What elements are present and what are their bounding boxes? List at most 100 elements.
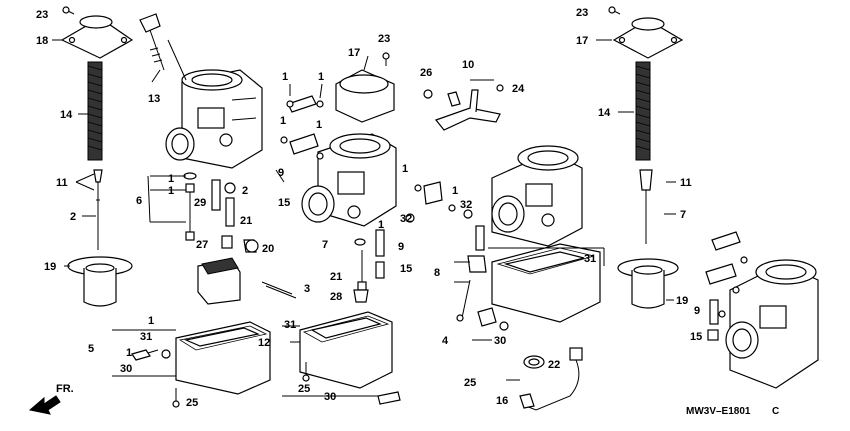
diaphragm-right xyxy=(617,258,679,309)
top-cap-17-center xyxy=(335,52,395,123)
callout[interactable]: 28 xyxy=(330,291,342,303)
jet-group-6 xyxy=(147,172,197,241)
callout[interactable]: 14 xyxy=(60,109,73,121)
callout[interactable]: 17 xyxy=(576,35,588,47)
float-3 xyxy=(197,257,297,305)
callout[interactable]: 31 xyxy=(284,319,296,331)
needle-right xyxy=(639,169,653,244)
callout[interactable]: 1 xyxy=(168,173,174,185)
callout[interactable]: 3 xyxy=(304,283,310,295)
callout[interactable]: 1 xyxy=(168,185,174,197)
callout[interactable]: 1 xyxy=(452,185,458,197)
carburetor-body-4 xyxy=(725,259,819,389)
callout[interactable]: 30 xyxy=(120,363,132,375)
jet-stack-center xyxy=(353,229,385,303)
callout[interactable]: 1 xyxy=(318,71,324,83)
callout[interactable]: 1 xyxy=(280,115,286,127)
callout[interactable]: 23 xyxy=(378,33,390,45)
callout[interactable]: 12 xyxy=(258,337,270,349)
callout[interactable]: 15 xyxy=(400,263,412,275)
callout[interactable]: 9 xyxy=(278,167,284,179)
leader-lines xyxy=(52,39,676,343)
callout[interactable]: 1 xyxy=(378,219,384,231)
callout[interactable]: 25 xyxy=(298,383,310,395)
callout[interactable]: 17 xyxy=(348,47,360,59)
callout[interactable]: 21 xyxy=(240,215,252,227)
float-bowl-3 xyxy=(472,243,605,341)
callout[interactable]: 1 xyxy=(282,71,288,83)
callout[interactable]: 30 xyxy=(324,391,336,403)
carburetor-body-2 xyxy=(301,133,397,227)
callout[interactable]: 5 xyxy=(88,343,94,355)
screw-13-group xyxy=(139,13,187,81)
callout[interactable]: 15 xyxy=(690,331,702,343)
float-bowl-1 xyxy=(112,321,271,395)
needle-left xyxy=(93,169,103,250)
callout[interactable]: 21 xyxy=(330,271,342,283)
callout[interactable]: 30 xyxy=(494,335,506,347)
callout[interactable]: 22 xyxy=(548,359,560,371)
callout[interactable]: 8 xyxy=(434,267,440,279)
diaphragm-left xyxy=(67,256,133,307)
callout[interactable]: 31 xyxy=(140,331,152,343)
callout[interactable]: 11 xyxy=(680,177,692,189)
callout[interactable]: 9 xyxy=(694,305,700,317)
callout[interactable]: 7 xyxy=(322,239,328,251)
callout[interactable]: 19 xyxy=(44,261,56,273)
callout[interactable]: 26 xyxy=(420,67,432,79)
screw-23-left xyxy=(62,6,75,15)
callout[interactable]: 11 xyxy=(56,177,68,189)
callout[interactable]: 31 xyxy=(584,253,596,265)
fitting-1-32 xyxy=(405,181,473,223)
carburetor-body-3 xyxy=(491,145,583,247)
callout[interactable]: 23 xyxy=(36,9,48,21)
callout[interactable]: 25 xyxy=(464,377,476,389)
callout[interactable]: 24 xyxy=(512,83,525,95)
callout[interactable]: 29 xyxy=(194,197,206,209)
top-cap-left xyxy=(60,15,134,59)
diagram-code: MW3V–E1801 xyxy=(686,406,751,417)
screw-25-left xyxy=(172,388,180,408)
callout[interactable]: 18 xyxy=(36,35,48,47)
callout[interactable]: 10 xyxy=(462,59,474,71)
callout-numbers: 23 18 14 11 2 19 13 1 1 6 2 29 21 27 20 … xyxy=(36,7,702,409)
callout[interactable]: 25 xyxy=(186,397,198,409)
callout[interactable]: 6 xyxy=(136,195,142,207)
callout[interactable]: 32 xyxy=(400,213,412,225)
screw-8-group xyxy=(454,225,487,322)
callout[interactable]: 1 xyxy=(316,119,322,131)
callout[interactable]: 15 xyxy=(278,197,290,209)
callout[interactable]: 7 xyxy=(680,209,686,221)
spring-right xyxy=(635,61,651,161)
callout[interactable]: 16 xyxy=(496,395,508,407)
front-label: FR. xyxy=(56,383,74,395)
callout[interactable]: 9 xyxy=(398,241,404,253)
callout[interactable]: 1 xyxy=(126,347,132,359)
float-bowl-2 xyxy=(282,311,401,405)
callout[interactable]: 27 xyxy=(196,239,208,251)
sensor-16-22 xyxy=(506,347,583,411)
link-pipe-right xyxy=(705,231,748,294)
callout[interactable]: 23 xyxy=(576,7,588,19)
diagram-code-suffix: C xyxy=(772,406,779,417)
callout[interactable]: 4 xyxy=(442,335,449,347)
jet-29-21-27-20 xyxy=(211,179,259,253)
callout[interactable]: 14 xyxy=(598,107,611,119)
callout[interactable]: 1 xyxy=(148,315,154,327)
callout[interactable]: 32 xyxy=(460,199,472,211)
callout[interactable]: 20 xyxy=(262,243,274,255)
callout[interactable]: 1 xyxy=(402,163,408,175)
spring-left xyxy=(87,61,103,161)
front-arrow-icon xyxy=(28,395,61,415)
callout[interactable]: 2 xyxy=(242,185,248,197)
callout[interactable]: 13 xyxy=(148,93,160,105)
carburetor-body-1 xyxy=(165,69,263,169)
callout[interactable]: 2 xyxy=(70,211,76,223)
bracket-10 xyxy=(423,79,504,131)
jet-9-15-right xyxy=(707,299,726,341)
top-cap-right xyxy=(608,6,684,59)
link-pipe-center xyxy=(280,95,324,160)
callout[interactable]: 19 xyxy=(676,295,688,307)
